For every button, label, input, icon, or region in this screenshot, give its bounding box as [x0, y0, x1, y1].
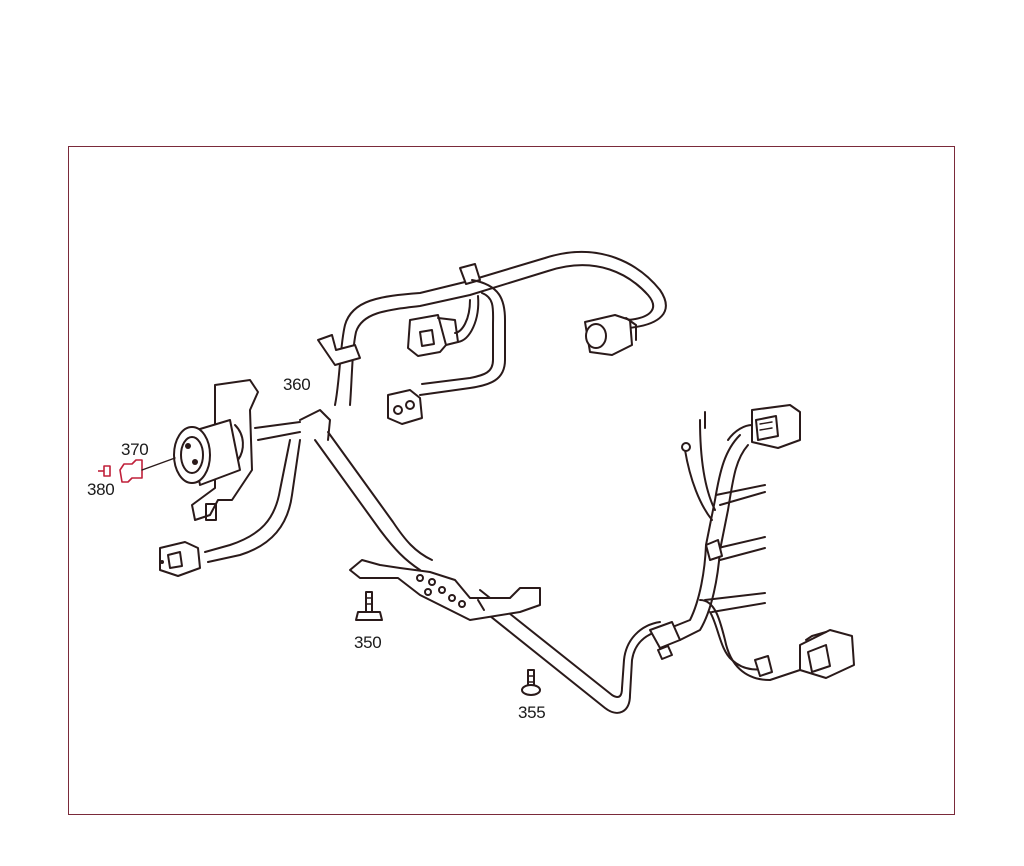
connector-middle-left: [387, 389, 423, 425]
connector-upper-right: [584, 314, 637, 356]
callout-360[interactable]: 360: [283, 375, 311, 394]
screw-350: [355, 591, 383, 621]
connector-lower-left: [159, 541, 201, 577]
harness-trunk: [204, 250, 801, 714]
screw-355: [521, 669, 541, 696]
callout-370[interactable]: 370: [121, 440, 149, 459]
cylinder-assembly: [173, 379, 259, 521]
callout-355[interactable]: 355: [518, 703, 546, 722]
callout-380[interactable]: 380: [87, 480, 115, 499]
callout-350[interactable]: 350: [354, 633, 382, 652]
highlighted-part-370: [119, 457, 176, 483]
highlighted-part-380: [98, 465, 111, 477]
connector-right-upper: [751, 404, 801, 449]
mounting-bracket: [349, 559, 541, 621]
connector-upper-middle: [407, 314, 459, 357]
connector-right-lower: [799, 629, 855, 679]
